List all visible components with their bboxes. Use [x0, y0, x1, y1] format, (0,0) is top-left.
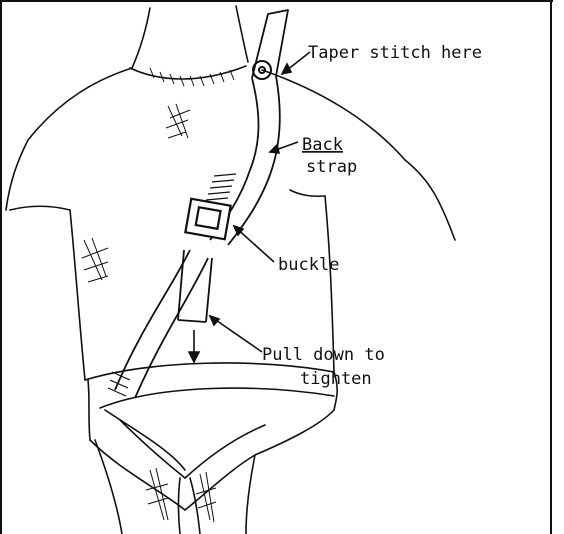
- label-back-strap-1: Back: [302, 135, 343, 155]
- label-pull-down: Pull down to: [262, 345, 385, 365]
- label-back-strap-2: strap: [306, 157, 357, 177]
- label-tighten: tighten: [300, 369, 372, 389]
- label-buckle: buckle: [278, 255, 339, 275]
- torso-outline: [6, 6, 455, 534]
- label-taper-stitch: Taper stitch here: [308, 43, 482, 63]
- buckle-shape: [185, 199, 230, 239]
